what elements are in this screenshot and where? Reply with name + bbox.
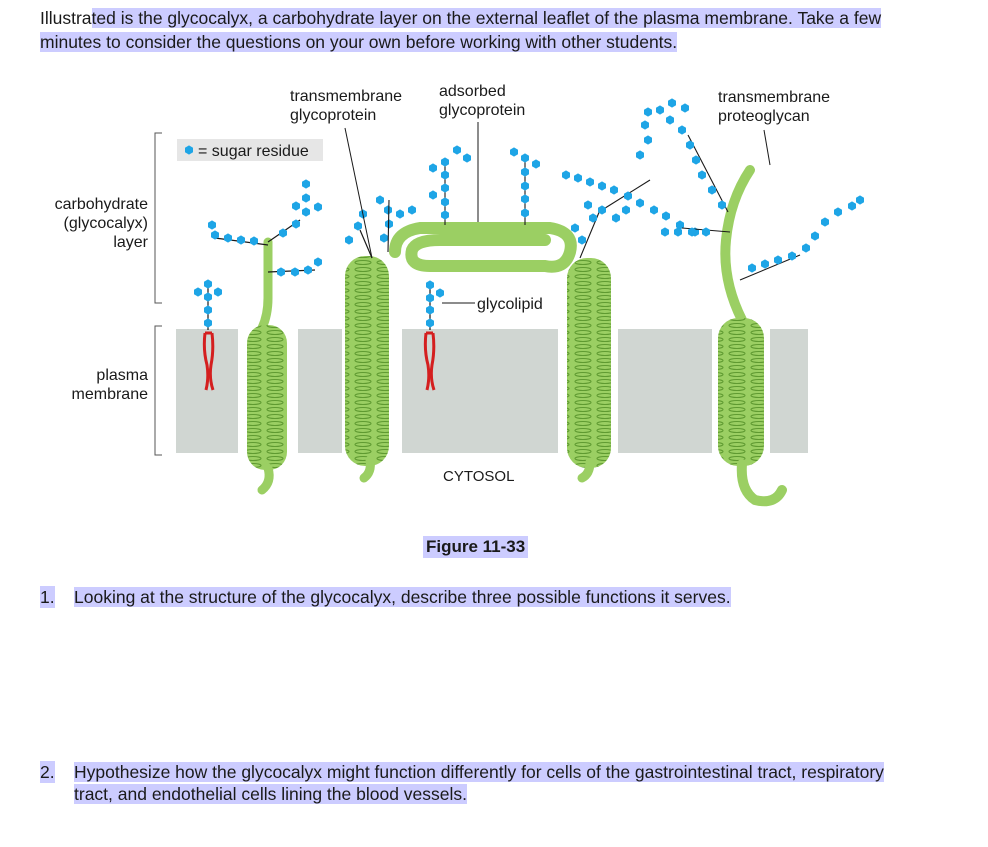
label-carbohydrate-3: layer (113, 234, 148, 251)
figure-caption: Figure 11-33 (423, 536, 529, 558)
question-1-text: Looking at the structure of the glycocal… (74, 587, 731, 607)
pointer-tm-glycoprotein (344, 127, 373, 259)
label-adsorbed-2: glycoprotein (439, 102, 525, 119)
glycolipid-left (194, 279, 222, 391)
label-carbohydrate-1: carbohydrate (55, 196, 148, 213)
label-tm-glycoprotein-1: transmembrane (290, 88, 402, 105)
transmembrane-proteoglycan (636, 98, 864, 507)
sugar-residue-legend: = sugar residue (177, 139, 323, 161)
label-adsorbed-1: adsorbed (439, 83, 506, 100)
pointer-proteoglycan (763, 129, 771, 166)
carbohydrate-bracket (154, 132, 162, 304)
glycocalyx-figure: transmembrane glycoprotein adsorbed glyc… (55, 83, 864, 507)
transmembrane-glycoprotein-2 (345, 195, 416, 483)
transmembrane-glycoprotein-3 (562, 170, 699, 483)
label-glycolipid: glycolipid (477, 296, 543, 313)
membrane-bracket (154, 325, 162, 456)
legend-text: = sugar residue (198, 143, 309, 160)
transmembrane-glycoprotein-1 (208, 179, 322, 495)
label-tm-glycoprotein-2: glycoprotein (290, 107, 376, 124)
label-membrane-1: plasma (96, 367, 148, 384)
label-cytosol: CYTOSOL (443, 468, 514, 485)
question-2-text: Hypothesize how the glycocalyx might fun… (74, 762, 884, 804)
plasma-membrane-bilayer (176, 329, 808, 453)
label-carbohydrate-2: (glycocalyx) (64, 215, 148, 232)
intro-prefix: Illustra (40, 8, 92, 28)
label-proteoglycan-1: transmembrane (718, 89, 830, 106)
intro-paragraph: Illustrated is the glycocalyx, a carbohy… (40, 6, 940, 54)
adsorbed-glycoprotein (389, 145, 577, 273)
glycolipid-center (423, 280, 475, 391)
question-2-number: 2. (40, 761, 55, 783)
label-proteoglycan-2: proteoglycan (718, 108, 810, 125)
question-1-number: 1. (40, 586, 55, 608)
label-membrane-2: membrane (72, 386, 149, 403)
